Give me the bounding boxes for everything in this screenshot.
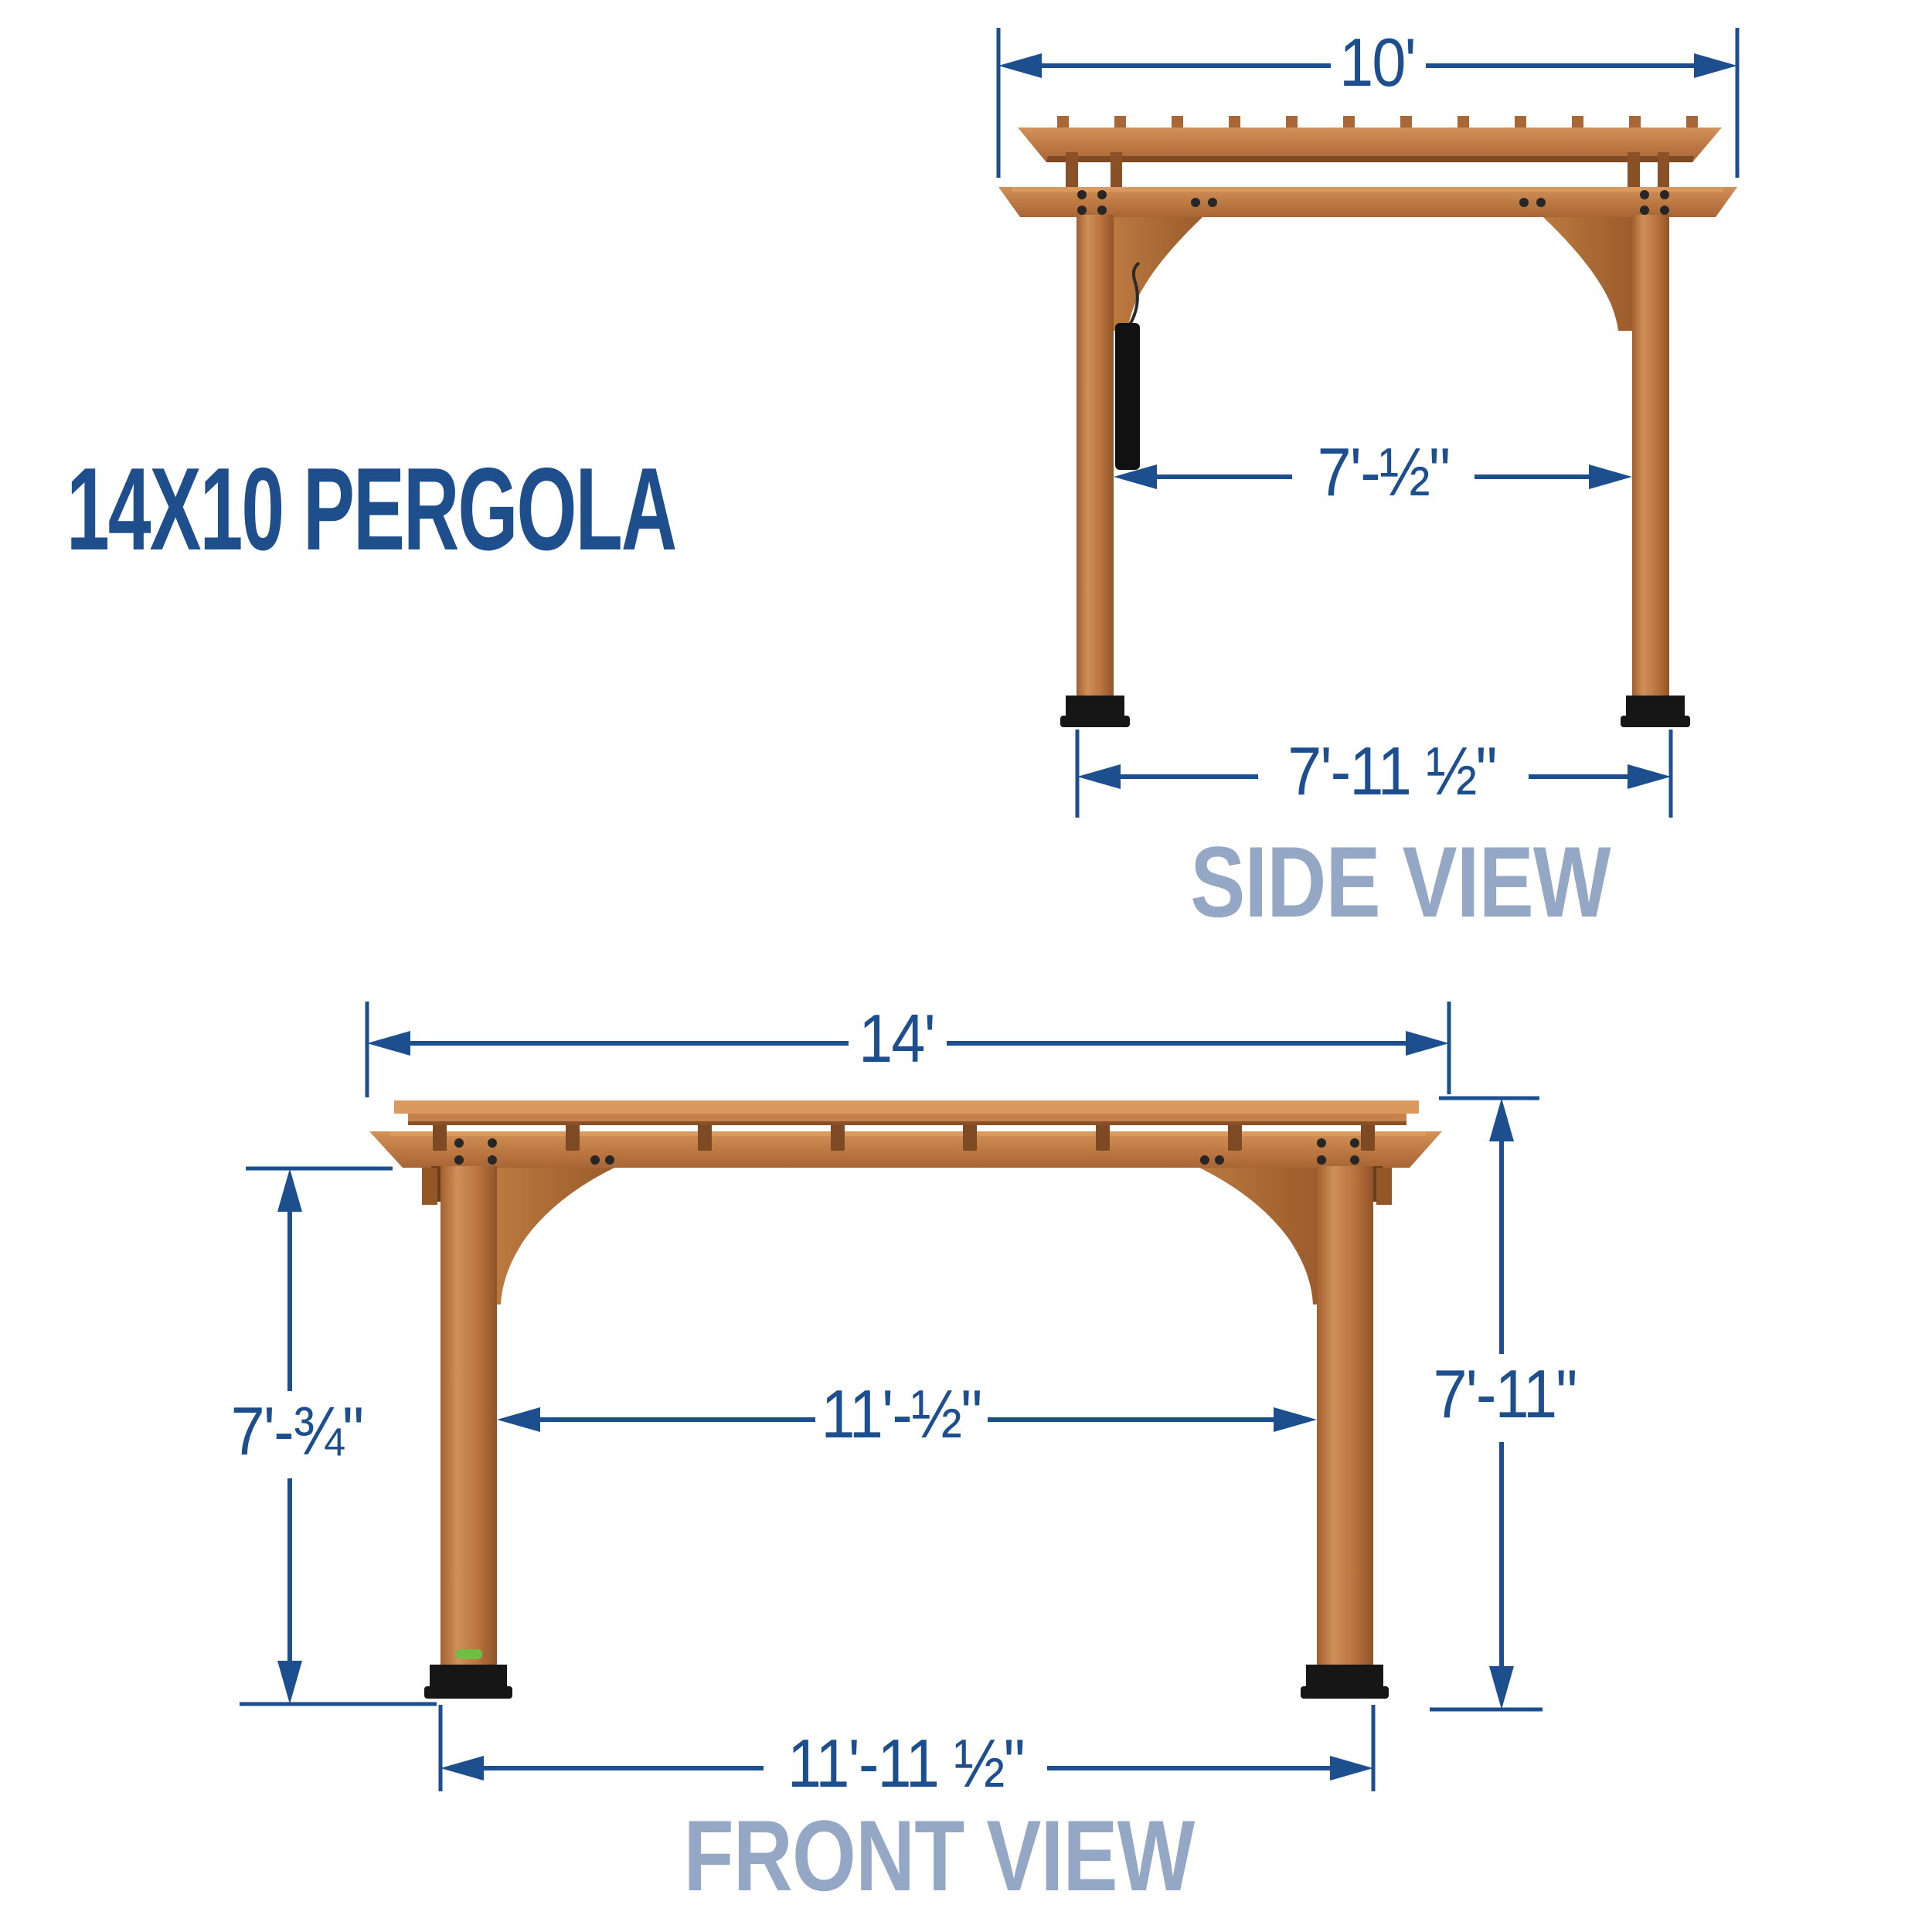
- front-dim-right-height-label: 7'-11": [1433, 1355, 1577, 1432]
- front-brace-left: [497, 1168, 614, 1304]
- front-beam-highlight: [390, 1131, 1426, 1136]
- side-rafter-blocks: [1066, 152, 1669, 188]
- front-bracket-left-stub: [422, 1168, 437, 1205]
- front-top-rail-shadow: [408, 1121, 1406, 1125]
- front-view-caption: FRONT VIEW: [683, 1799, 1196, 1912]
- dim-front-outer-width-lines: [438, 1705, 1376, 1791]
- side-dim-inner-posts-label: 7'-½": [1317, 433, 1451, 510]
- diagram-title: 14X10 PERGOLA: [66, 444, 677, 575]
- front-post-left: [440, 1166, 497, 1674]
- side-post-right: [1632, 215, 1669, 703]
- front-post-bases: [424, 1665, 1389, 1699]
- front-beam-bolts: [454, 1138, 1359, 1165]
- side-electrical-wire: [1128, 261, 1141, 325]
- side-dim-top-width-label: 10': [1339, 23, 1417, 100]
- side-view-caption: SIDE VIEW: [1190, 825, 1611, 938]
- front-dim-inner-posts-label: 11'-½": [821, 1375, 982, 1452]
- front-view-drawing: [369, 1100, 1442, 1699]
- side-rafter-board-shadow: [1046, 156, 1694, 162]
- front-beam: [369, 1131, 1442, 1168]
- dim-side-inner-width-lines: [1114, 464, 1632, 489]
- side-brace-right: [1543, 217, 1632, 331]
- dim-front-top-width-lines: [365, 1002, 1451, 1097]
- side-electrical-box: [1115, 323, 1140, 470]
- side-post-bases: [1060, 696, 1690, 727]
- front-brace-right: [1199, 1168, 1317, 1304]
- dim-front-right-height-lines: [1430, 1096, 1543, 1712]
- dim-side-outer-width-lines: [1075, 730, 1673, 818]
- front-top-rail: [394, 1100, 1419, 1114]
- front-post-sticker: [456, 1649, 482, 1659]
- dimension-linework: [240, 28, 1740, 1791]
- side-dim-outer-posts-label: 7'-11 ½": [1287, 732, 1497, 809]
- dim-side-top-width-lines: [996, 28, 1740, 178]
- side-post-left: [1077, 215, 1114, 703]
- front-bracket-right-stub: [1376, 1168, 1392, 1205]
- side-rafter-board: [1018, 128, 1722, 162]
- side-brace-left: [1114, 217, 1202, 331]
- front-dim-top-width-label: 14': [859, 999, 936, 1077]
- front-dim-left-height-label: 7'-¾": [230, 1392, 365, 1469]
- side-beam: [998, 187, 1737, 217]
- dim-front-left-height-lines: [240, 1166, 437, 1706]
- side-view-drawing: [998, 116, 1737, 727]
- front-dim-outer-posts-label: 11'-11 ½": [787, 1724, 1026, 1801]
- front-post-right: [1317, 1166, 1373, 1674]
- side-beam-highlight: [1012, 187, 1723, 192]
- side-beam-bolts: [1077, 190, 1669, 215]
- dim-front-inner-width-lines: [497, 1407, 1317, 1432]
